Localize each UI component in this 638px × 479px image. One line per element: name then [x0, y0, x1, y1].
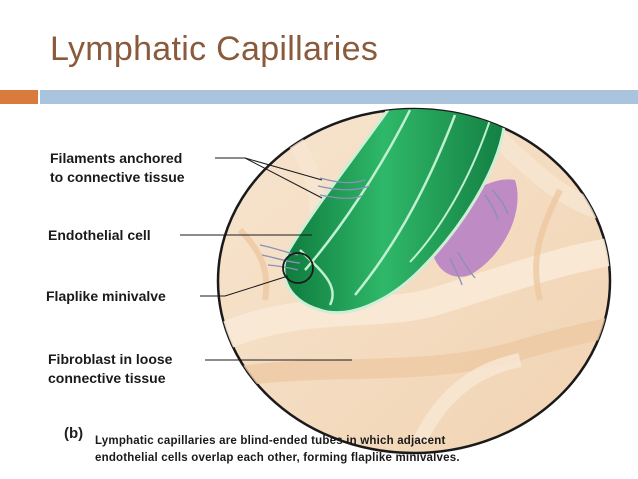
accent-bar-orange [0, 90, 38, 104]
minivalve-circle [282, 252, 314, 284]
figure-tag: (b) [64, 425, 84, 442]
fibroblast-label-line2: connective tissue [48, 370, 166, 386]
filaments-label-line1: Filaments anchored [50, 150, 183, 166]
fibroblast-label-line1: Fibroblast in loose [48, 351, 173, 367]
accent-bar-blue [40, 90, 638, 104]
figure-caption: Lymphatic capillaries are blind-ended tu… [95, 433, 565, 467]
endothelial-label: Endothelial cell [48, 227, 151, 243]
leader-lines [180, 157, 352, 361]
capillary-tube [282, 109, 507, 315]
fibroblast-label: Fibroblast in loose connective tissue [48, 350, 172, 388]
filaments-label-line2: to connective tissue [50, 169, 185, 185]
caption-line1: Lymphatic capillaries are blind-ended tu… [95, 435, 446, 447]
slide-title: Lymphatic Capillaries [50, 30, 379, 68]
purple-cell [430, 179, 518, 277]
filaments-label: Filaments anchored to connective tissue [50, 149, 185, 187]
caption-line2: endothelial cells overlap each other, fo… [95, 452, 460, 464]
minivalve-label: Flaplike minivalve [46, 288, 166, 304]
